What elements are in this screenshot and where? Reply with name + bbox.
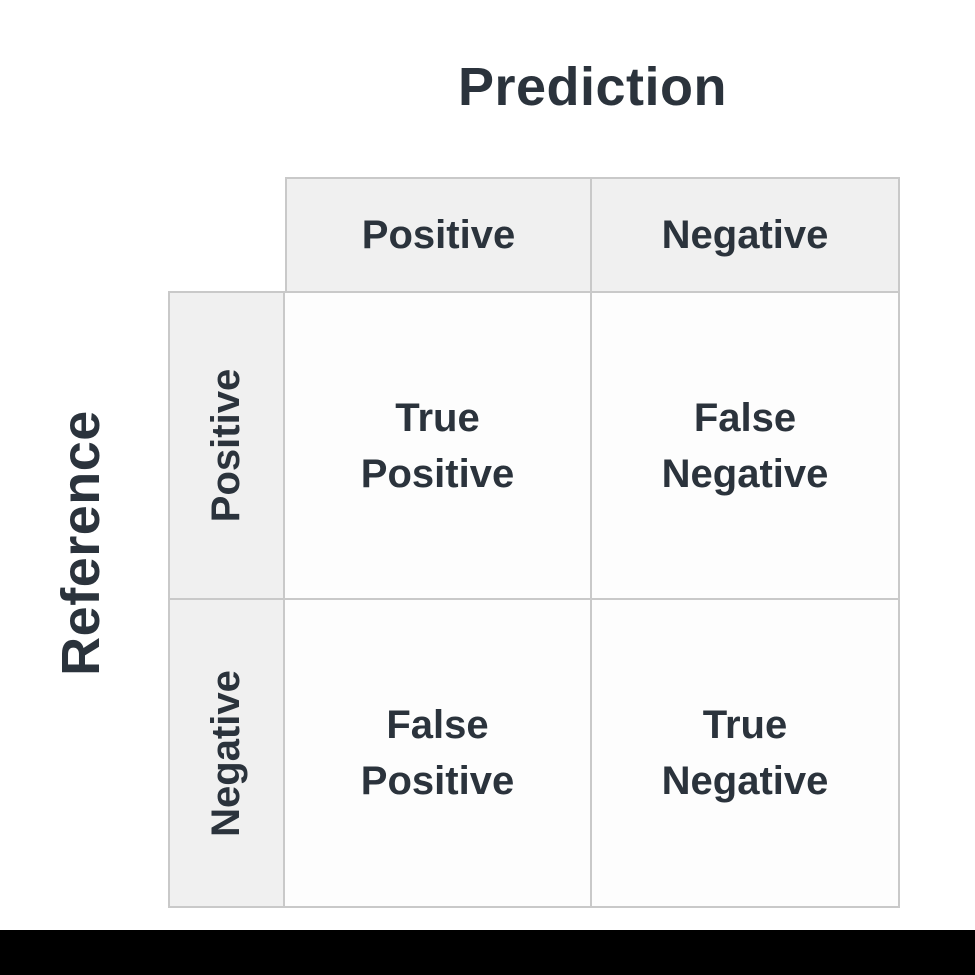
cell-true-positive: True Positive xyxy=(285,293,590,598)
cell-true-negative-line1: True xyxy=(702,703,788,747)
cell-true-negative: True Negative xyxy=(592,600,898,906)
reference-axis-label: Reference xyxy=(50,409,111,676)
cell-true-positive-line2: Positive xyxy=(360,451,515,496)
column-header-row: Positive Negative xyxy=(285,177,900,293)
row-header-positive-label: Positive xyxy=(204,368,248,523)
cell-false-negative: False Negative xyxy=(592,293,898,598)
row-header-negative: Negative xyxy=(170,600,283,906)
cell-true-negative-line2: Negative xyxy=(661,759,829,803)
cell-false-negative-line2: Negative xyxy=(661,451,829,496)
cell-false-positive-line2: Positive xyxy=(360,759,515,803)
column-header-positive: Positive xyxy=(287,179,590,291)
cell-false-positive-line1: False xyxy=(386,703,489,747)
column-header-negative: Negative xyxy=(592,179,898,291)
cell-false-negative-line1: False xyxy=(693,395,797,440)
cell-true-positive-line1: True xyxy=(395,395,480,440)
row-header-positive: Positive xyxy=(170,293,283,598)
matrix-body-grid: Positive True Positive False Negative Ne… xyxy=(168,291,900,908)
column-header-negative-label: Negative xyxy=(661,212,829,257)
column-header-positive-label: Positive xyxy=(361,212,516,257)
prediction-axis-label: Prediction xyxy=(457,57,728,117)
bottom-black-bar xyxy=(0,930,975,975)
row-header-negative-label: Negative xyxy=(204,669,248,837)
cell-false-positive: False Positive xyxy=(285,600,590,906)
reference-axis-label-wrap: Reference xyxy=(8,177,153,908)
